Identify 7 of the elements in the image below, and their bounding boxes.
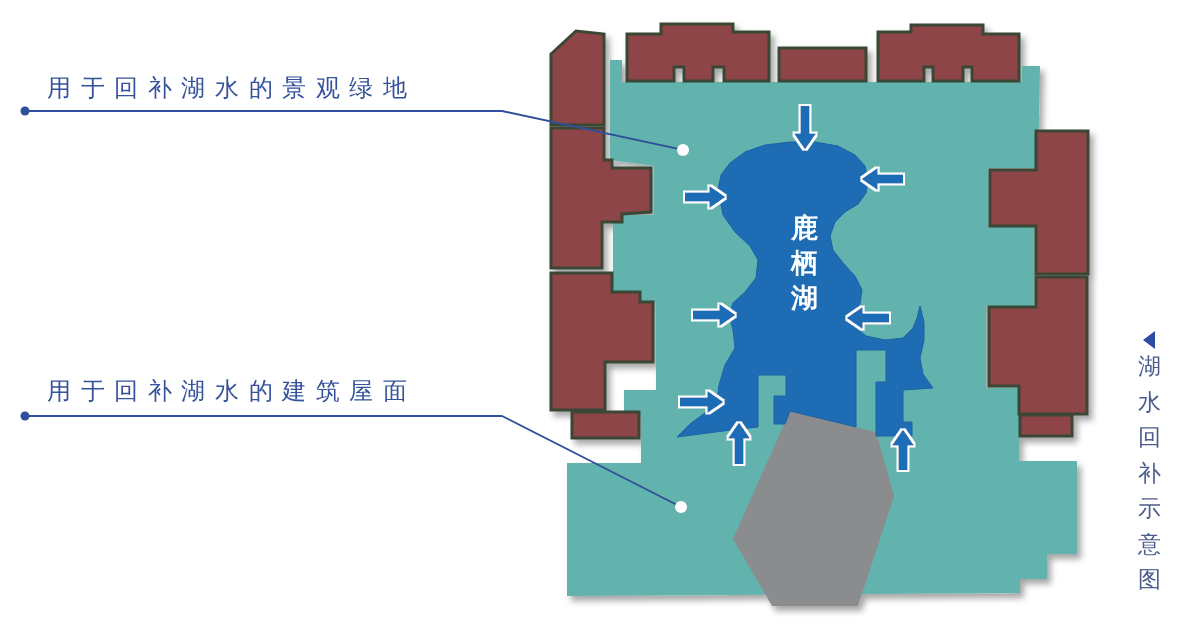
callout-label: 用于回补湖水的建筑屋面	[25, 377, 417, 416]
callout-label: 用于回补湖水的景观绿地	[25, 74, 417, 111]
leader-line	[20, 106, 678, 150]
leader-line	[20, 411, 677, 506]
lake-name: 鹿栖湖	[789, 211, 819, 315]
lake-shape	[677, 142, 934, 438]
vertical-title: 湖水回补示意图	[1137, 352, 1161, 594]
